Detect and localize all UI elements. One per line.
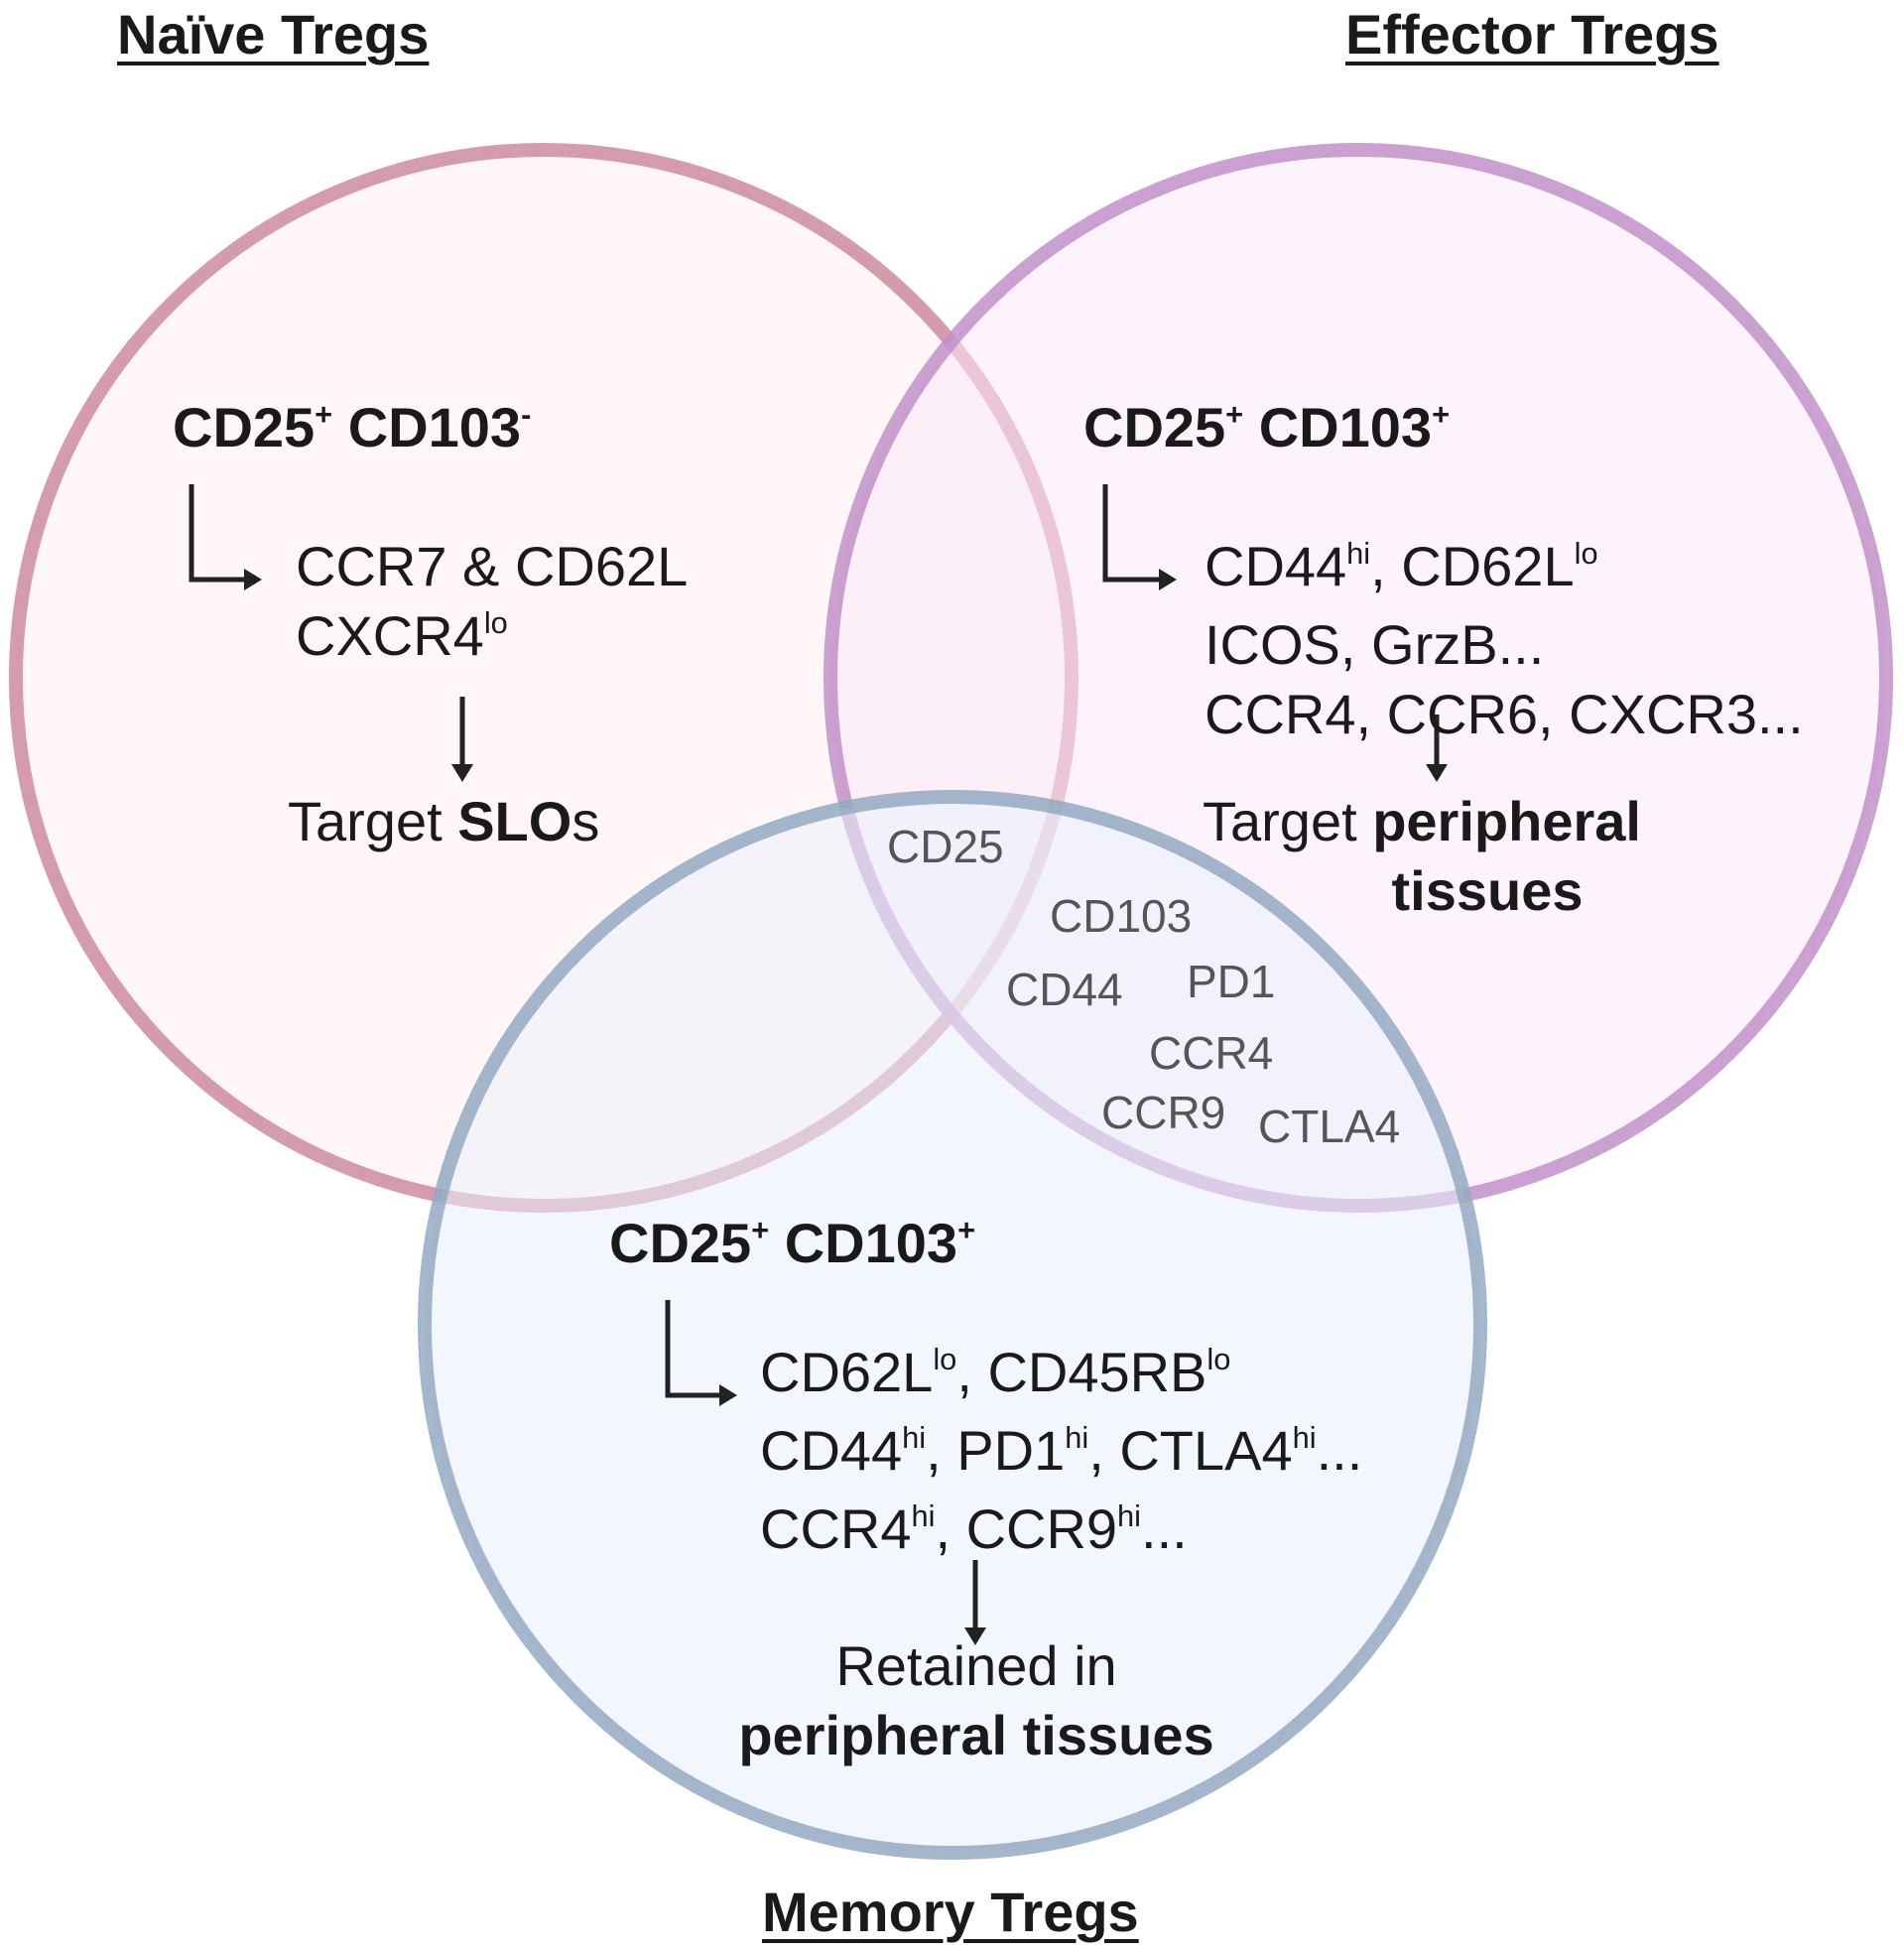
memory-title: Memory Tregs [762,1881,1139,1943]
effector-elbow-arrowhead [1159,569,1177,590]
effector-marker-line1: CD44hi, CD62Llo [1205,535,1598,597]
shared-marker-cd44: CD44 [1006,964,1123,1015]
memory-marker-line3: CCR4hi, CCR9hi... [760,1497,1188,1560]
naive-markers: CCR7 & CD62L CXCR4lo [296,532,688,680]
memory-phenotype: CD25+ CD103+ [609,1212,976,1274]
shared-marker-ccr4: CCR4 [1149,1027,1274,1079]
effector-down-arrowhead [1426,764,1448,782]
effector-marker-line2: ICOS, GrzB... [1205,613,1545,676]
naive-elbow-arrow [189,484,248,583]
naive-down-arrowhead [451,764,473,782]
shared-marker-pd1: PD1 [1187,956,1276,1007]
effector-marker-line3: CCR4, CCR6, CXCR3... [1205,683,1804,745]
memory-marker-line1: CD62Llo, CD45RBlo [760,1341,1231,1403]
shared-marker-cd103: CD103 [1050,890,1193,942]
memory-target-line1: Retained in [835,1634,1117,1697]
effector-target: Target peripheral tissues [1203,790,1641,922]
memory-elbow-arrowhead [719,1384,737,1406]
memory-marker-line2: CD44hi, PD1hi, CTLA4hi... [760,1419,1363,1482]
naive-phenotype: CD25+ CD103- [173,396,532,458]
effector-elbow-arrow [1102,484,1163,583]
effector-markers: CD44hi, CD62Llo ICOS, GrzB... CCR4, CCR6… [1205,532,1804,749]
shared-marker-ctla4: CTLA4 [1258,1101,1401,1152]
naive-marker-line2: CXCR4lo [296,604,508,667]
memory-down-arrowhead [964,1627,986,1645]
naive-marker-line1: CCR7 & CD62L [296,535,689,597]
shared-marker-ccr9: CCR9 [1101,1087,1226,1138]
memory-elbow-arrow [665,1300,723,1398]
shared-marker-cd25: CD25 [887,821,1004,872]
effector-phenotype: CD25+ CD103+ [1083,396,1451,458]
naive-title: Naïve Tregs [117,3,430,65]
memory-circle [418,790,1487,1860]
naive-elbow-arrowhead [244,569,262,590]
memory-target-line2: peripheral tissues [738,1704,1214,1766]
effector-title: Effector Tregs [1345,3,1719,65]
memory-target: Retained in peripheral tissues [728,1631,1224,1770]
naive-target: Target SLOs [288,790,600,852]
memory-markers: CD62Llo, CD45RBlo CD44hi, PD1hi, CTLA4hi… [760,1338,1362,1573]
